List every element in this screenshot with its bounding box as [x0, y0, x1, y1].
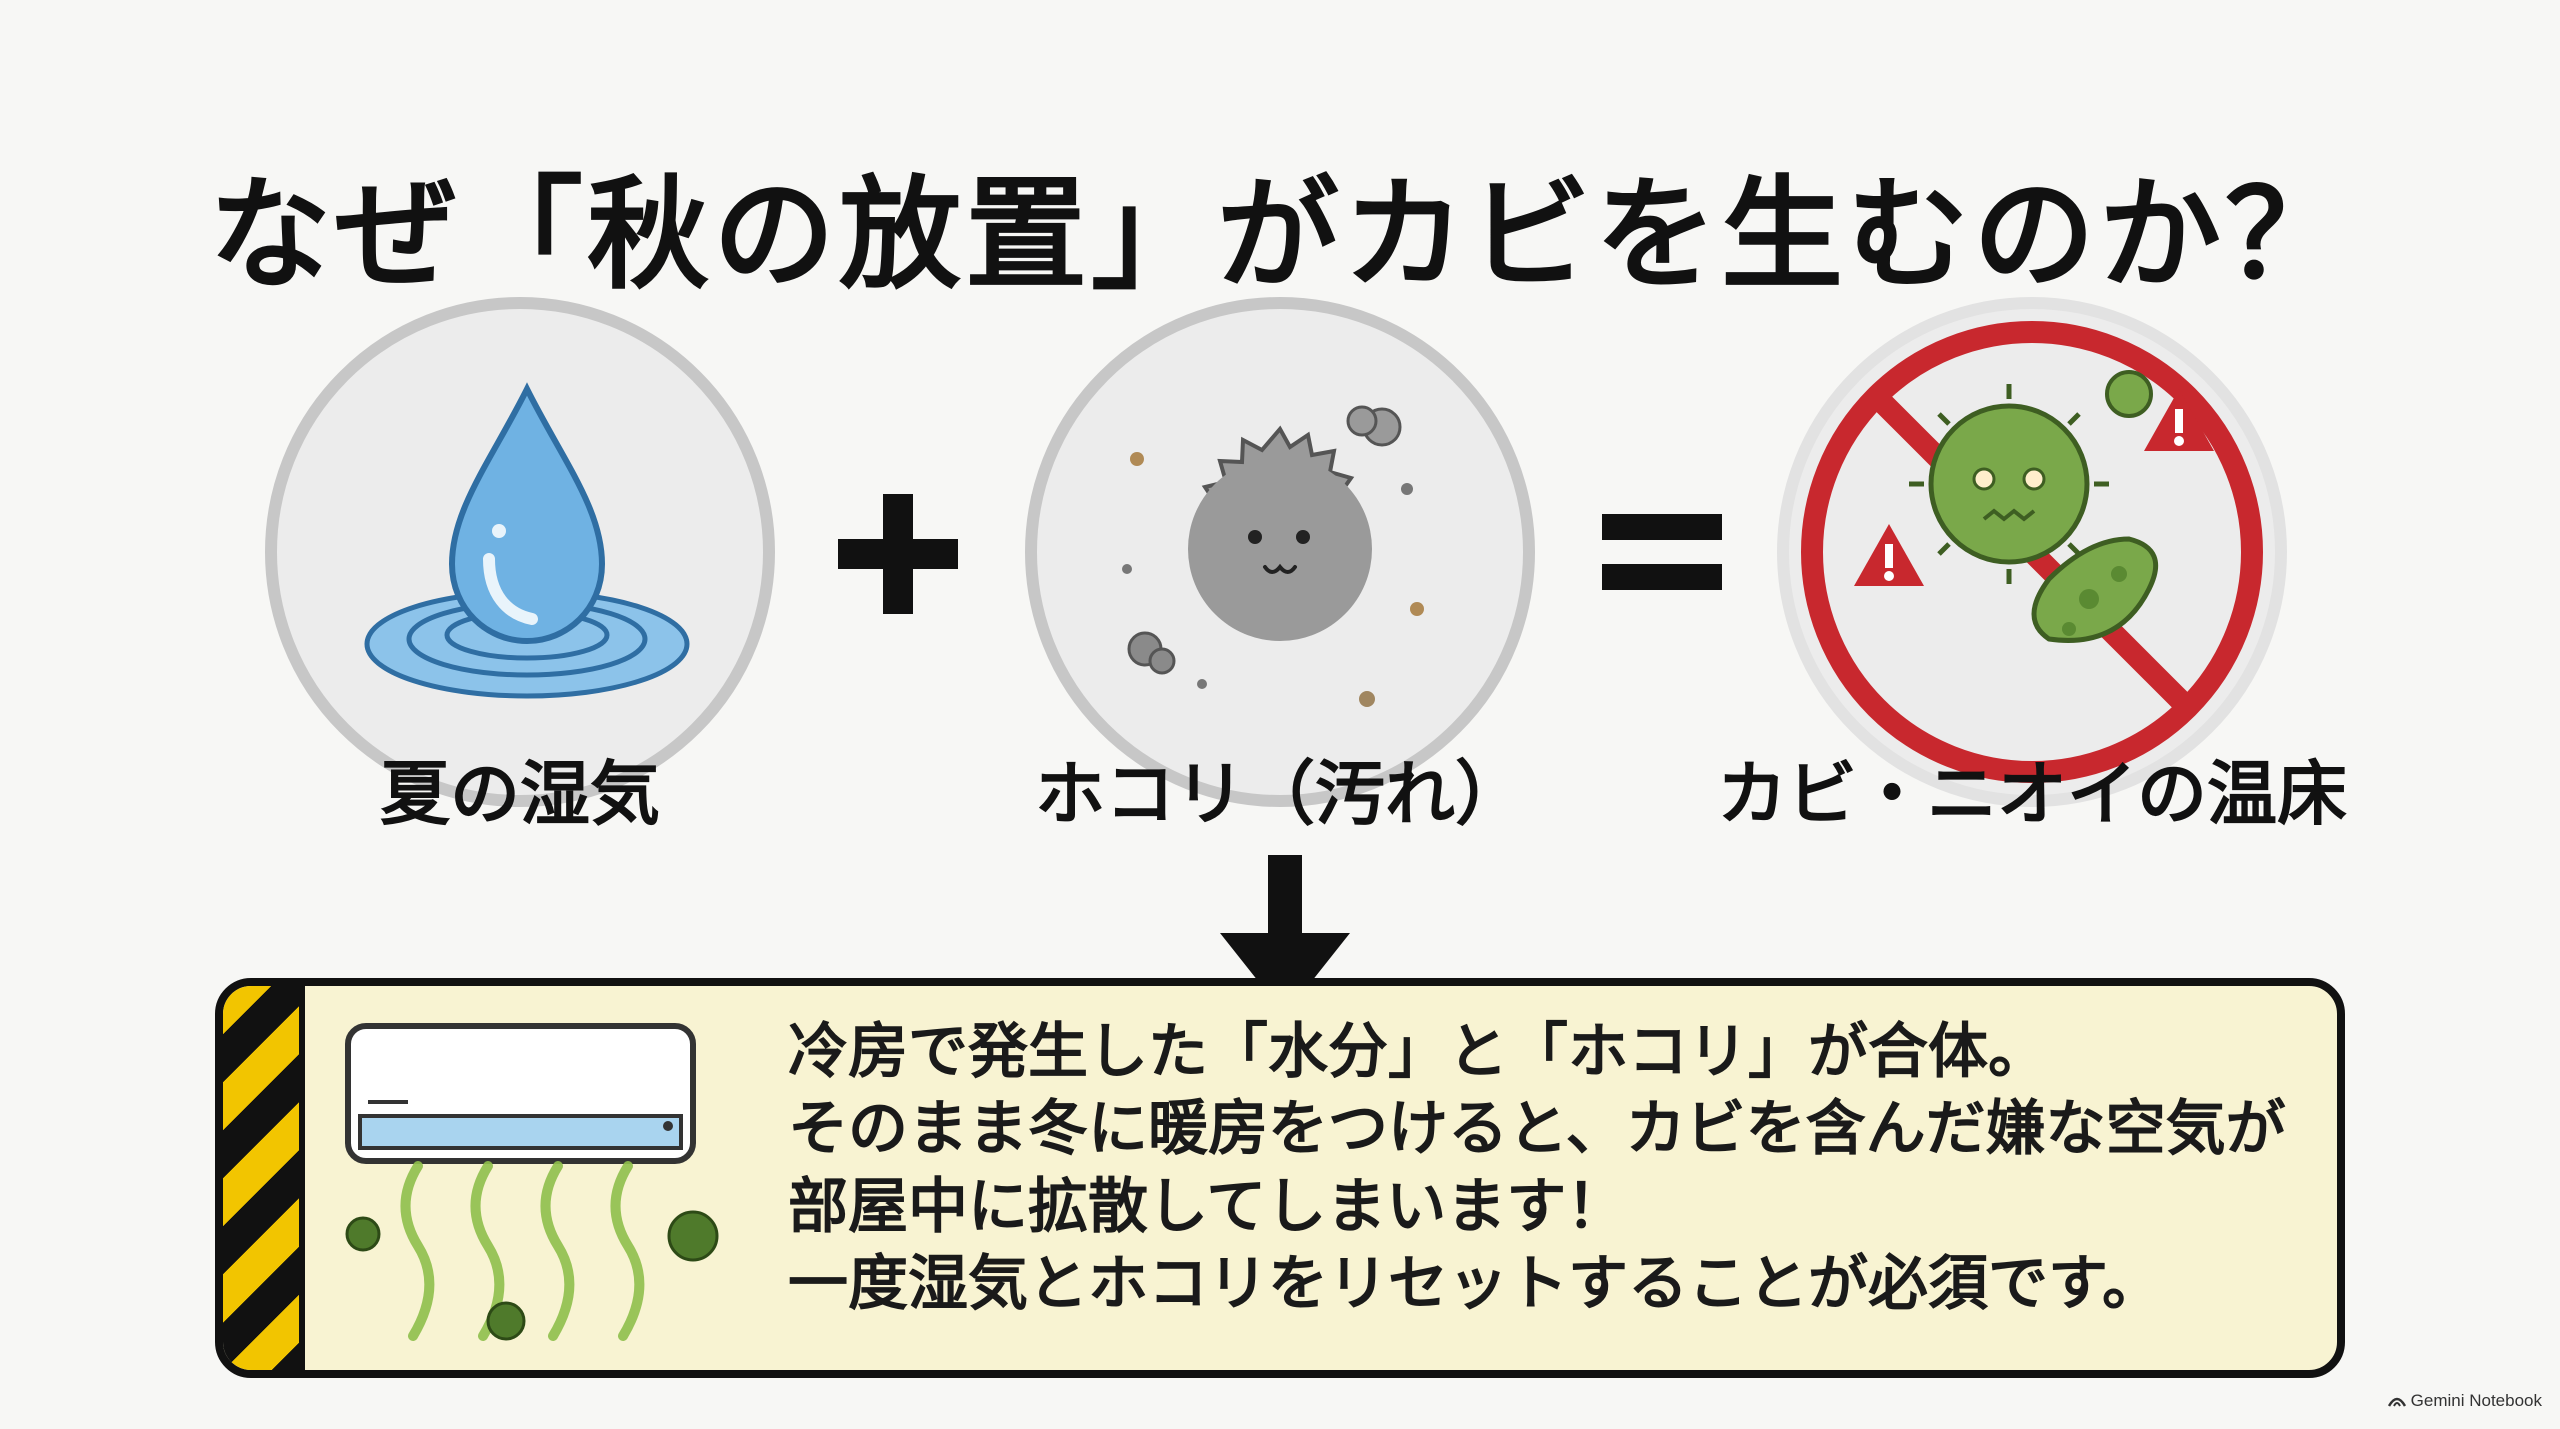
water-drop-icon	[364, 382, 690, 699]
mold-label: カビ・ニオイの温床	[1717, 753, 2347, 835]
panel-text: 冷房で発生した「水分」と「ホコリ」が合体。 そのまま冬に暖房をつけると、カビを含…	[788, 1014, 2328, 1324]
equals-icon	[1602, 514, 1722, 590]
hazard-stripe	[223, 986, 305, 1370]
watermark: Gemini Notebook	[2387, 1391, 2542, 1411]
panel-line: 冷房で発生した「水分」と「ホコリ」が合体。	[788, 1017, 2048, 1087]
mold-circle	[1777, 297, 2287, 807]
panel-line: 部屋中に拡散してしまいます！	[788, 1171, 1627, 1242]
water-circle	[265, 297, 775, 807]
prohibited-mold-icon	[1801, 321, 2263, 783]
dust-ball-icon	[1122, 405, 1424, 707]
panel-line: そのまま冬に暖房をつけると、カビを含んだ嫌な空気が	[788, 1094, 2286, 1165]
dust-label: ホコリ（汚れ）	[1035, 753, 1525, 835]
watermark-text: Gemini Notebook	[2410, 1391, 2542, 1410]
mold-germ-icon	[1909, 384, 2109, 584]
humidity-label: 夏の湿気	[380, 753, 660, 835]
down-arrow-icon	[1220, 855, 1350, 1015]
bacteria-icon	[2031, 536, 2159, 643]
panel-line: 一度湿気とホコリをリセットすることが必須です。	[788, 1249, 2162, 1320]
dust-circle	[1025, 297, 1535, 807]
notebook-logo-icon	[2387, 1397, 2406, 1407]
warning-icon	[1854, 389, 2214, 586]
air-conditioner-mold-icon	[345, 1023, 719, 1341]
page-title: なぜ「秋の放置」がカビを生むのか？	[209, 163, 2351, 306]
warning-panel: 冷房で発生した「水分」と「ホコリ」が合体。 そのまま冬に暖房をつけると、カビを含…	[215, 978, 2345, 1378]
plus-icon	[838, 494, 958, 614]
